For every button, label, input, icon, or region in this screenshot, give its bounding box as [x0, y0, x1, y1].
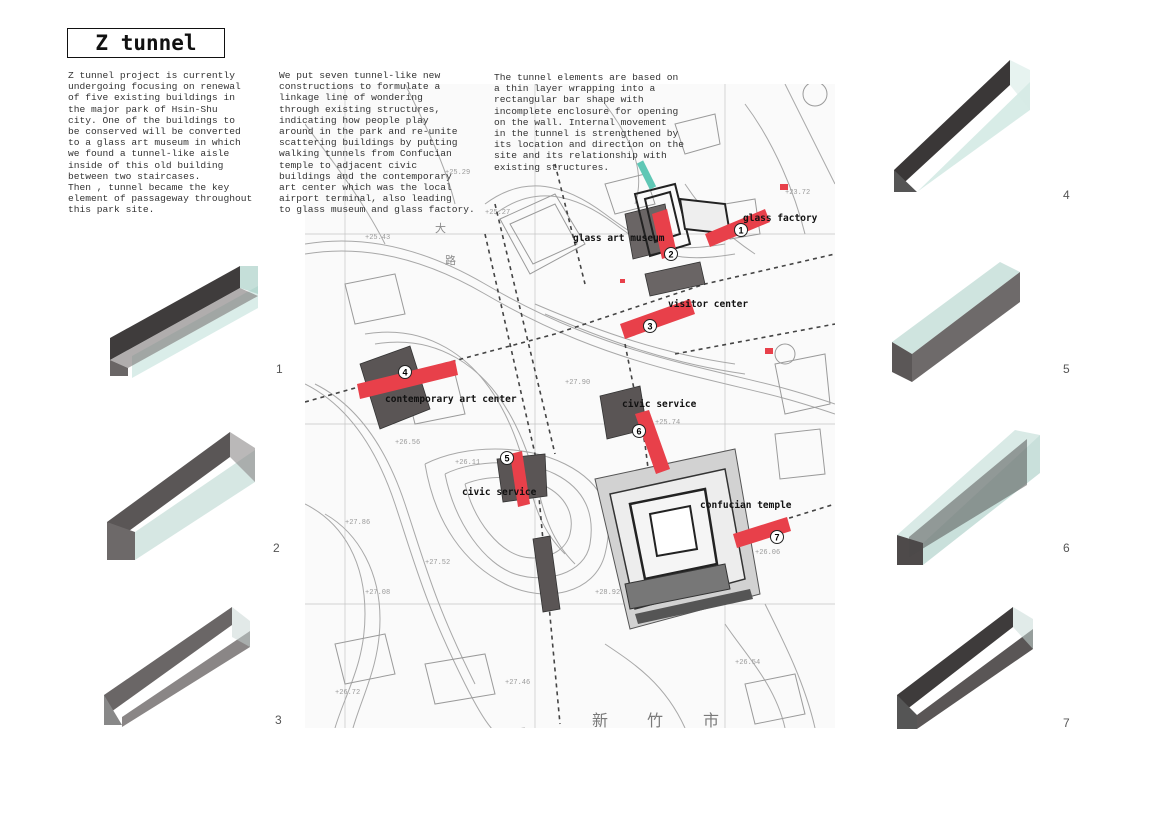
svg-text:+27.86: +27.86 [345, 519, 370, 527]
street-text-1: 新 [592, 711, 608, 728]
map-spot-heights: +25.43 +26.56 +26.11 +27.46 +26.72 +27.0… [335, 169, 810, 697]
street-text-3: 市 [703, 711, 719, 728]
marker-4: 4 [402, 368, 407, 378]
glass-art-museum-block [633, 182, 732, 258]
tunnel-model-6 [897, 430, 1040, 565]
tunnel-model-7 [897, 607, 1033, 729]
tunnel-number-6: 6 [1063, 541, 1070, 555]
marker-circle-2 [664, 247, 678, 261]
tunnel-model-3 [104, 607, 250, 727]
site-map: +25.43 +26.56 +26.11 +27.46 +26.72 +27.0… [305, 84, 835, 728]
teal-accent-bar [636, 160, 657, 190]
tunnel-model-2 [107, 432, 255, 560]
concept-paragraph: We put seven tunnel-like new constructio… [279, 70, 475, 216]
marker-circle-4 [398, 365, 412, 379]
label-civic-service-b: civic service [462, 487, 537, 498]
label-glass-art-museum: glass art museum [573, 233, 665, 244]
tunnel-bar-7 [733, 517, 791, 548]
place-labels: glass factory glass art museum visitor c… [385, 213, 818, 511]
marker-circle-7 [770, 530, 784, 544]
svg-text:+25.43: +25.43 [365, 234, 390, 242]
marker-circle-5 [500, 451, 514, 465]
red-markers [620, 184, 788, 354]
svg-text:+26.54: +26.54 [735, 659, 760, 667]
tunnel-paragraph: The tunnel elements are based on a thin … [494, 72, 684, 173]
tunnel-number-4: 4 [1063, 188, 1070, 202]
map-side-text-b: 路 [445, 254, 456, 267]
marker-6: 6 [636, 427, 641, 437]
marker-3: 3 [647, 322, 652, 332]
marker-circle-6 [632, 424, 646, 438]
svg-text:+26.72: +26.72 [335, 689, 360, 697]
label-contemporary-art-center: contemporary art center [385, 394, 517, 405]
tunnel-bar-4 [357, 360, 458, 399]
tunnel-bar-2 [652, 209, 677, 259]
intro-paragraph: Z tunnel project is currently undergoing… [68, 70, 253, 216]
svg-text:+26.06: +26.06 [755, 549, 780, 557]
tunnel-number-7: 7 [1063, 716, 1070, 730]
svg-text:+23.72: +23.72 [785, 189, 810, 197]
label-glass-factory: glass factory [743, 213, 818, 224]
tunnel-markers: 1 2 3 4 5 6 7 [398, 223, 784, 544]
svg-text:+26.56: +26.56 [395, 439, 420, 447]
tunnel-number-2: 2 [273, 541, 280, 555]
label-confucian-temple: confucian temple [700, 500, 792, 511]
tunnel-number-3: 3 [275, 713, 282, 727]
tunnel-bar-3 [620, 299, 695, 339]
svg-text:+27.46: +27.46 [505, 679, 530, 687]
map-side-text-a: 大 [435, 221, 446, 235]
marker-2: 2 [668, 250, 673, 260]
page-title: Z tunnel [67, 28, 225, 58]
marker-circle-1 [734, 223, 748, 237]
label-civic-service-a: civic service [622, 399, 697, 410]
confucian-temple-block [594, 448, 761, 630]
svg-text:+25.74: +25.74 [655, 419, 680, 427]
tunnel-bar-5 [510, 451, 530, 507]
svg-text:+26.11: +26.11 [455, 459, 480, 467]
tunnel-model-5 [892, 262, 1020, 382]
label-visitor-center: visitor center [668, 299, 748, 310]
street-text-2: 竹 [647, 711, 663, 728]
tunnel-number-1: 1 [276, 362, 283, 376]
tunnel-model-1 [110, 266, 258, 378]
svg-text:+25.29: +25.29 [445, 169, 470, 177]
svg-text:+27.08: +27.08 [365, 589, 390, 597]
tunnel-model-4 [894, 60, 1030, 192]
marker-circle-3 [643, 319, 657, 333]
marker-5: 5 [504, 454, 509, 464]
tunnel-number-5: 5 [1063, 362, 1070, 376]
marker-7: 7 [774, 533, 779, 543]
svg-text:+27.52: +27.52 [425, 559, 450, 567]
site-plan-drawing: +25.43 +26.56 +26.11 +27.46 +26.72 +27.0… [305, 84, 835, 728]
svg-text:+27.90: +27.90 [565, 379, 590, 387]
marker-1: 1 [738, 226, 743, 236]
map-contours [305, 84, 835, 728]
svg-text:+28.92: +28.92 [595, 589, 620, 597]
